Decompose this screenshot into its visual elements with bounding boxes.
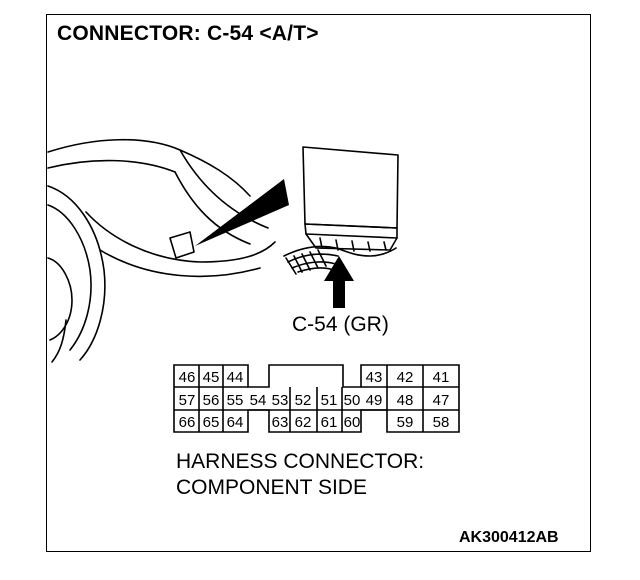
ecu-connector-ribs bbox=[319, 237, 387, 252]
pin-62: 62 bbox=[295, 414, 312, 431]
pin-65: 65 bbox=[203, 414, 220, 431]
dashboard-lower-panel bbox=[85, 211, 276, 263]
pin-44: 44 bbox=[227, 369, 244, 386]
pin-60: 60 bbox=[344, 414, 361, 431]
pin-46: 46 bbox=[179, 369, 196, 386]
figure-code: AK300412AB bbox=[459, 529, 559, 546]
pin-63: 63 bbox=[272, 414, 289, 431]
pin-52: 52 bbox=[295, 392, 312, 409]
harness-wires bbox=[285, 249, 339, 275]
pin-59: 59 bbox=[397, 414, 414, 431]
dashboard-knee-panel bbox=[99, 249, 261, 278]
pin-56: 56 bbox=[203, 392, 220, 409]
pin-66: 66 bbox=[179, 414, 196, 431]
steering-wheel-inner bbox=[47, 204, 92, 351]
steering-column bbox=[47, 257, 73, 341]
diagram-frame bbox=[46, 14, 591, 552]
dashboard-upper-edge bbox=[47, 159, 176, 173]
pin-50: 50 bbox=[344, 392, 361, 409]
harness-bundle bbox=[283, 245, 397, 257]
connector-label: C-54 (GR) bbox=[292, 313, 389, 336]
pin-45: 45 bbox=[203, 369, 220, 386]
pin-58: 58 bbox=[433, 414, 450, 431]
pin-49: 49 bbox=[366, 392, 383, 409]
pin-48: 48 bbox=[397, 392, 414, 409]
pin-55: 55 bbox=[227, 392, 244, 409]
ecu-location-marker bbox=[169, 231, 195, 259]
diagram-title: CONNECTOR: C-54 <A/T> bbox=[57, 22, 319, 45]
pin-64: 64 bbox=[227, 414, 244, 431]
pin-41: 41 bbox=[433, 369, 450, 386]
dashboard-glovebox-edge bbox=[179, 149, 269, 229]
pin-57: 57 bbox=[179, 392, 196, 409]
pin-47: 47 bbox=[433, 392, 450, 409]
pin-54: 54 bbox=[250, 392, 267, 409]
steering-wheel-outer bbox=[47, 185, 106, 361]
caption-line-1: HARNESS CONNECTOR: bbox=[176, 450, 425, 473]
pin-42: 42 bbox=[397, 369, 414, 386]
dashboard-inner-trim bbox=[174, 171, 251, 245]
pin-51: 51 bbox=[321, 392, 338, 409]
pin-43: 43 bbox=[366, 369, 383, 386]
connector-arrow bbox=[324, 256, 354, 308]
callout-wedge bbox=[195, 179, 289, 246]
caption-line-2: COMPONENT SIDE bbox=[176, 476, 367, 499]
pin-53: 53 bbox=[272, 392, 289, 409]
dash-side-edge bbox=[51, 319, 67, 363]
pin-61: 61 bbox=[321, 414, 338, 431]
